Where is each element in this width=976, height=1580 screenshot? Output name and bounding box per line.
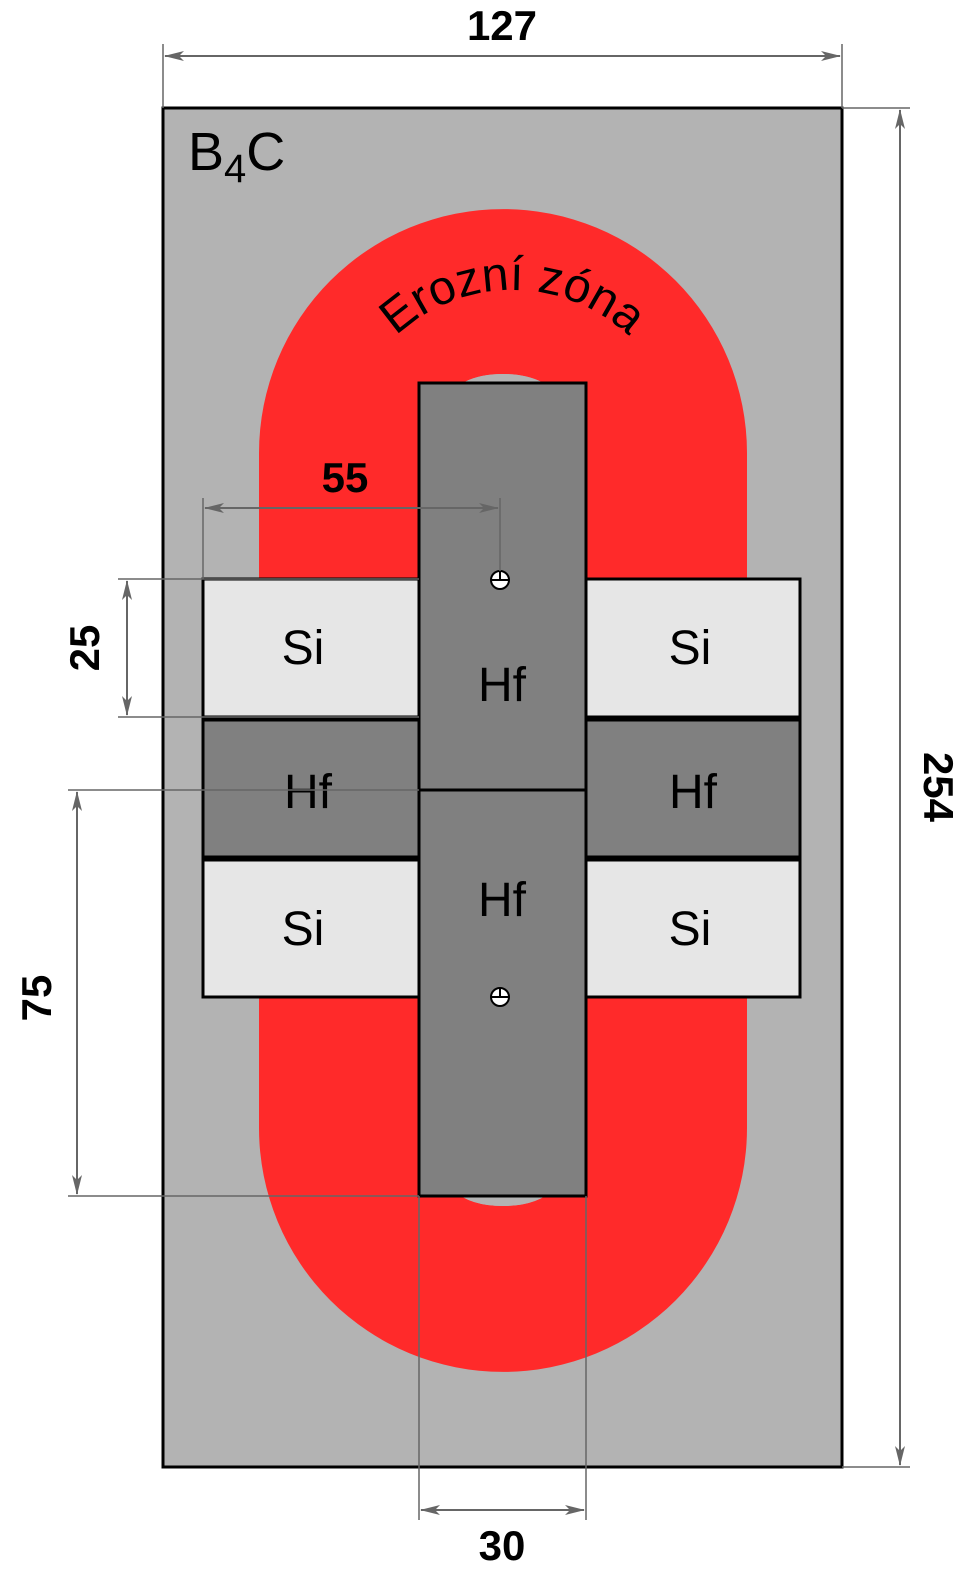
dimension-height-label: 254: [915, 752, 962, 823]
si-label-top-right: Si: [669, 622, 712, 675]
dimension-offset-label: 55: [322, 454, 369, 501]
si-label-bottom-left: Si: [282, 903, 325, 956]
dimension-strip-width: 30: [418, 1196, 587, 1569]
hf-label-mid-left: Hf: [284, 766, 333, 819]
screw-icon-top: [490, 570, 510, 590]
si-tile-bottom-left: [201, 858, 421, 999]
hf-tile-mid-right: [584, 718, 802, 859]
hf-label-center-bottom: Hf: [478, 874, 527, 927]
dimension-strip-length-label: 75: [13, 975, 60, 1022]
dimension-strip-length: 75: [13, 789, 419, 1197]
screw-icon-bottom: [490, 987, 510, 1007]
si-label-bottom-right: Si: [669, 903, 712, 956]
erosion-zone: [259, 209, 747, 1372]
dimension-height: 254: [842, 107, 962, 1468]
dimension-tile-height: 25: [61, 578, 419, 718]
si-label-top-left: Si: [282, 622, 325, 675]
dimension-strip-width-label: 30: [479, 1522, 526, 1569]
dimension-offset: 55: [202, 454, 501, 579]
dimension-width: 127: [162, 2, 843, 108]
dimension-width-label: 127: [467, 2, 537, 49]
hf-label-mid-right: Hf: [669, 766, 718, 819]
target-material-label: B4C: [188, 122, 285, 191]
hf-label-center-top: Hf: [478, 659, 527, 712]
si-tile-bottom-right: [584, 858, 802, 999]
dimension-tile-height-label: 25: [61, 625, 108, 672]
hf-tile-mid-left: [201, 718, 421, 859]
si-tile-top-right: [584, 577, 802, 719]
